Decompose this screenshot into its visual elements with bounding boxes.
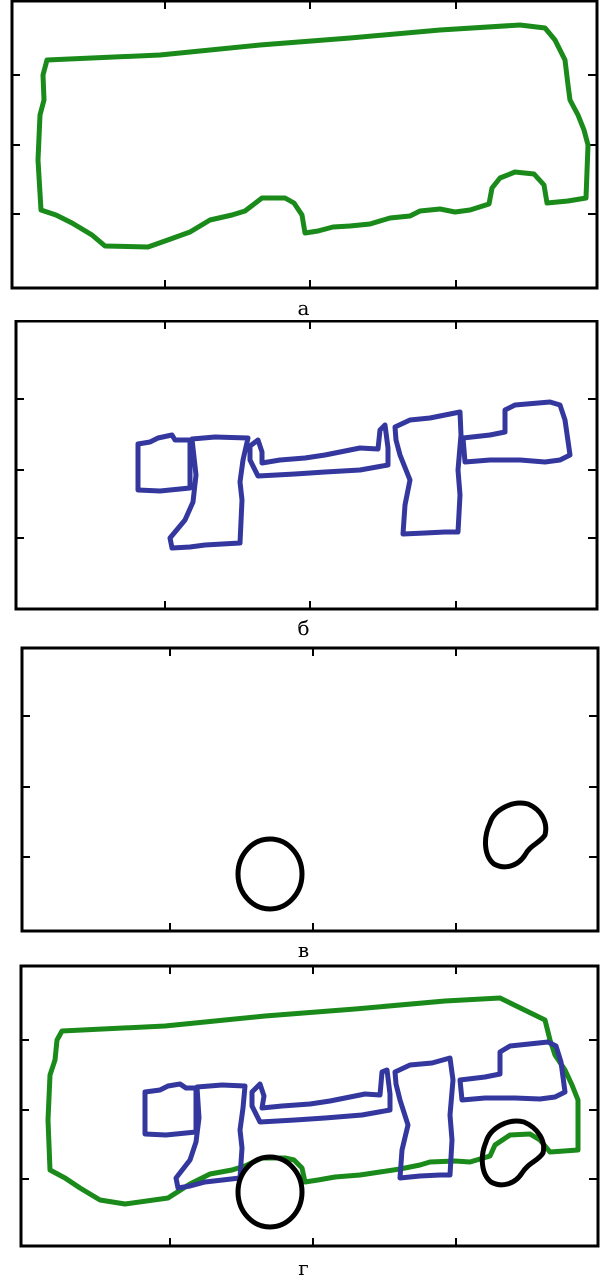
panel-d-plot bbox=[19, 964, 600, 1248]
panel-c-plot bbox=[20, 646, 600, 933]
front-window-outline bbox=[460, 399, 573, 465]
panel-d-frame bbox=[19, 964, 600, 1248]
panel-a-frame bbox=[10, 0, 599, 290]
front-window-outline bbox=[457, 1039, 568, 1103]
panel-b-plot bbox=[14, 320, 599, 611]
panel-c: в bbox=[0, 640, 607, 960]
front-door-outline bbox=[392, 409, 464, 537]
windows-and-doors-outline bbox=[142, 1039, 568, 1191]
panel-b-caption: б bbox=[297, 616, 310, 640]
panel-b: б bbox=[0, 320, 607, 640]
middle-windows-outline bbox=[249, 1067, 393, 1125]
panel-c-caption: в bbox=[297, 938, 310, 962]
panel-d-ticks bbox=[21, 966, 598, 1246]
rear-window-outline bbox=[142, 1081, 199, 1138]
panel-c-ticks bbox=[22, 648, 598, 931]
panel-a: а bbox=[0, 0, 607, 320]
panel-a-ticks bbox=[12, 1, 597, 288]
front-wheel-outline bbox=[479, 1118, 547, 1188]
windows-and-doors-outline bbox=[135, 399, 573, 551]
rear-window-outline bbox=[135, 432, 193, 494]
rear-door-outline bbox=[167, 434, 251, 551]
wheels-outline bbox=[235, 800, 549, 912]
wheels-outline bbox=[235, 1118, 547, 1230]
panel-b-frame bbox=[14, 320, 599, 611]
front-wheel-outline bbox=[483, 800, 549, 870]
middle-windows-outline bbox=[247, 422, 391, 479]
rear-wheel-outline bbox=[235, 1154, 305, 1230]
bus-body-outline bbox=[35, 22, 591, 250]
panel-d-caption: г bbox=[298, 1256, 309, 1280]
rear-door-outline bbox=[173, 1082, 248, 1191]
bus-body-outline bbox=[45, 995, 581, 1207]
panel-b-ticks bbox=[16, 321, 597, 609]
panel-a-plot bbox=[10, 0, 599, 290]
front-door-outline bbox=[392, 1055, 456, 1181]
panel-c-frame bbox=[20, 646, 600, 933]
rear-wheel-outline bbox=[235, 836, 305, 912]
panel-d: г bbox=[0, 960, 607, 1279]
panel-a-caption: а bbox=[297, 296, 310, 320]
